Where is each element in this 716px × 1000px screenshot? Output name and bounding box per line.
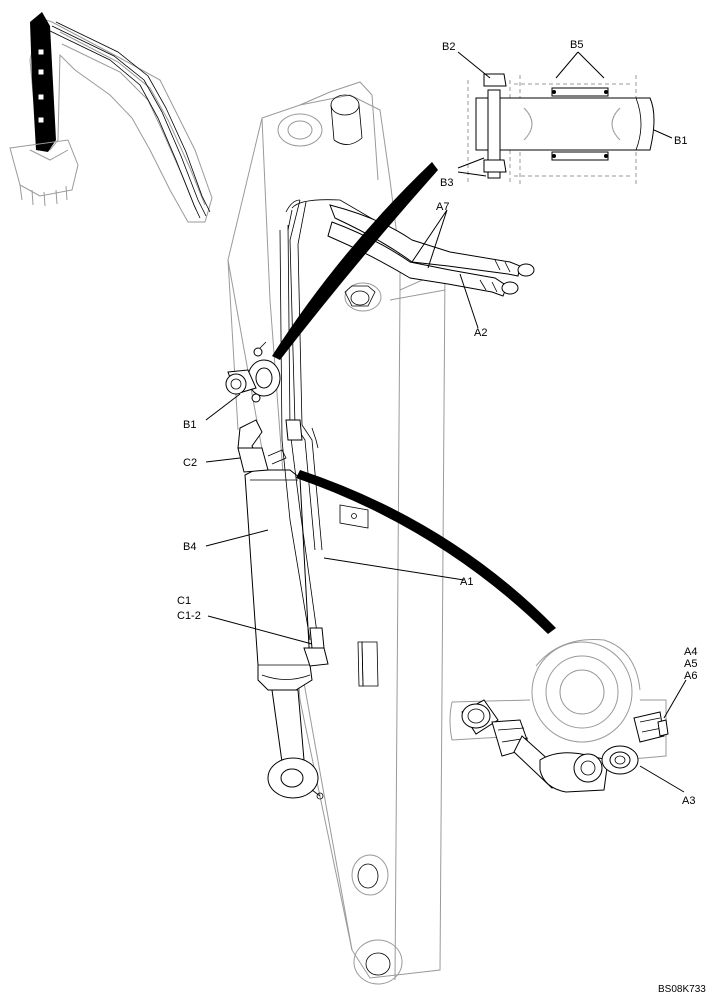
overview-arm-illustration — [9, 12, 213, 223]
label-b5: B5 — [570, 39, 583, 51]
label-b4: B4 — [183, 541, 196, 553]
label-c1-2: C1-2 — [177, 610, 201, 622]
label-a1: A1 — [460, 576, 473, 588]
label-a4: A4 — [684, 646, 697, 658]
leader-lines — [205, 51, 687, 793]
pin-detail-view — [467, 73, 655, 185]
label-a5: A5 — [684, 658, 697, 670]
label-a6: A6 — [684, 670, 697, 682]
label-a3: A3 — [682, 795, 695, 807]
lower-detail-pointer — [296, 470, 556, 634]
highlighted-dipper-stick — [30, 12, 56, 152]
label-b1-detail: B1 — [674, 135, 687, 147]
label-b3: B3 — [440, 177, 453, 189]
upper-pin-assembly — [225, 341, 287, 473]
label-b1-main: B1 — [183, 419, 196, 431]
hydraulic-cylinder — [244, 469, 324, 800]
label-a2: A2 — [474, 327, 487, 339]
reference-code: BS08K733 — [658, 984, 706, 995]
dipper-arm-body — [227, 81, 446, 985]
label-a7: A7 — [436, 201, 449, 213]
label-b2: B2 — [442, 41, 455, 53]
callout-labels: B2 B5 B1 B3 A7 A2 B1 C2 B4 A1 C1 C1-2 A4… — [177, 39, 706, 995]
fitting-detail-view — [449, 639, 669, 793]
detail-pointers — [272, 162, 556, 634]
label-c2: C2 — [183, 457, 197, 469]
label-c1: C1 — [177, 595, 191, 607]
upper-detail-pointer — [272, 162, 438, 360]
hose-lines — [279, 199, 535, 667]
